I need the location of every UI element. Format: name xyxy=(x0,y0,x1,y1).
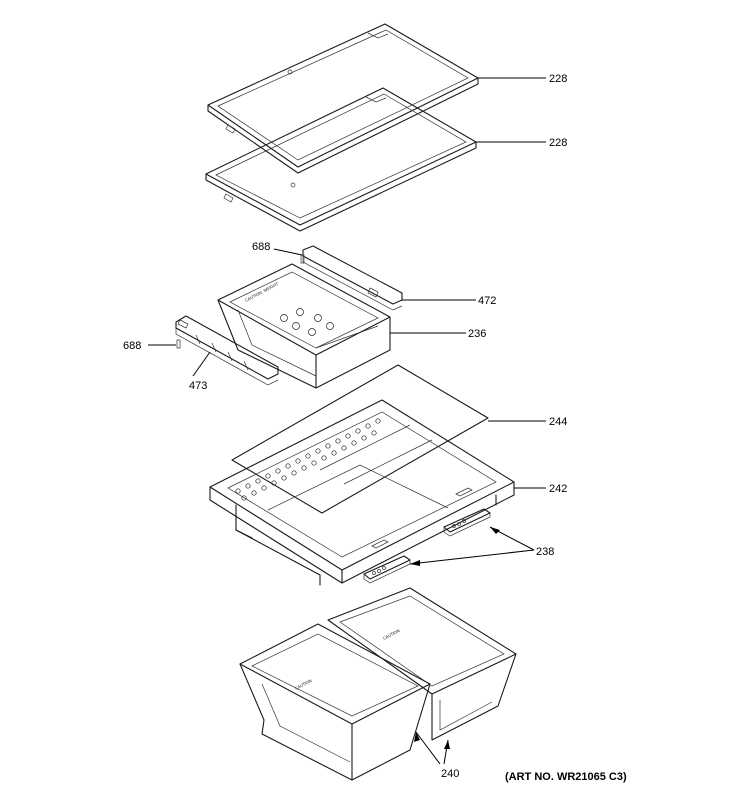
callout-238: 238 xyxy=(536,546,554,558)
arrowhead-240-b xyxy=(444,740,450,749)
screw-688-upper xyxy=(300,254,305,264)
crisper-cover-frame xyxy=(209,399,515,586)
callout-473: 473 xyxy=(189,380,207,392)
callout-228-second: 228 xyxy=(549,137,567,149)
callout-240: 240 xyxy=(441,768,459,780)
crisper-drawer-left: CAUTION xyxy=(239,623,431,781)
callout-242: 242 xyxy=(549,483,567,495)
screw-688-lower xyxy=(176,339,181,349)
svg-text:CAUTION: CAUTION xyxy=(382,628,400,641)
callout-688-lower: 688 xyxy=(123,340,141,352)
callout-472: 472 xyxy=(478,295,496,307)
leader-lines xyxy=(148,77,546,765)
callout-228-top: 228 xyxy=(549,73,567,85)
callout-688-upper: 688 xyxy=(252,241,270,253)
glass-shelf-frame-bottom xyxy=(205,87,477,232)
humidity-slide-right xyxy=(443,508,491,537)
arrowhead-238-a xyxy=(490,527,500,534)
arrowhead-238-b xyxy=(410,560,420,566)
crisper-drawer-right: CAUTION xyxy=(327,587,517,741)
arrowhead-240-a xyxy=(414,732,420,742)
art-number: (ART NO. WR21065 C3) xyxy=(505,771,627,783)
snack-pan: CAUTION: WEIGHT xyxy=(217,263,391,389)
crisper-cover-glass xyxy=(231,364,489,514)
glass-shelf-frame-top xyxy=(207,23,479,174)
drawer-rail-left xyxy=(175,315,279,386)
callout-236: 236 xyxy=(468,328,486,340)
callout-244: 244 xyxy=(549,416,567,428)
humidity-slide-left xyxy=(363,555,411,584)
svg-text:CAUTION: CAUTION xyxy=(294,678,312,691)
